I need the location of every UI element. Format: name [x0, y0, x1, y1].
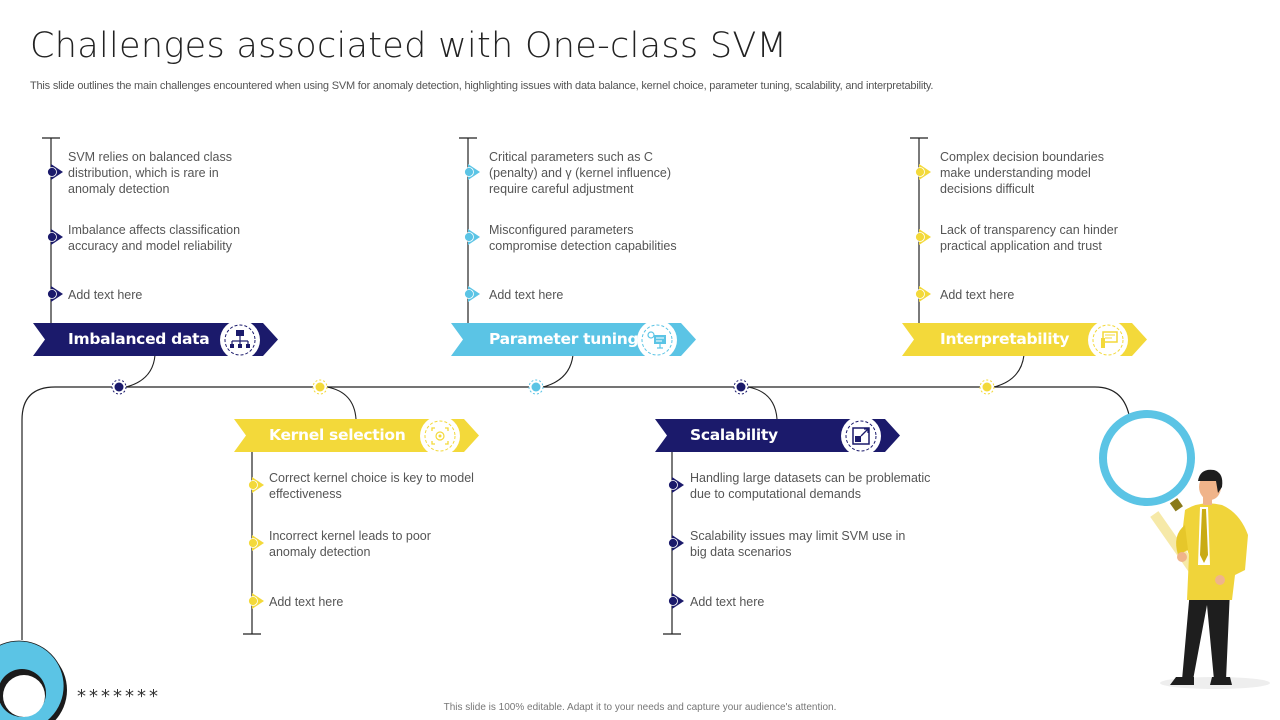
bullet-marker-icon [47, 229, 63, 245]
timeline-main-line [21, 386, 1131, 640]
kernel-point-1: Correct kernel choice is key to model ef… [269, 471, 474, 501]
businessman-magnifier-illustration [1099, 410, 1270, 689]
imbalanced-point-1: SVM relies on balanced class distributio… [68, 150, 232, 196]
bullet-marker-icon [668, 593, 684, 609]
bullet-marker-icon [248, 535, 264, 551]
imbalanced-point-3: Add text here [68, 288, 143, 302]
banner-title: Imbalanced data [68, 330, 210, 348]
scalability-point-2: Scalability issues may limit SVM use in … [690, 529, 906, 559]
bullet-marker-icon [47, 164, 63, 180]
banner-kernel-selection: Kernel selection [234, 415, 479, 456]
timeline-node-scalability [733, 379, 749, 395]
scalability-point-1: Handling large datasets can be problemat… [690, 471, 931, 501]
bullet-marker-icon [47, 286, 63, 302]
page-subtitle: This slide outlines the main challenges … [30, 80, 934, 92]
footer-note: This slide is 100% editable. Adapt it to… [443, 702, 837, 713]
timeline-node-parameter [528, 379, 544, 395]
page-title: Challenges associated with One-class SVM [30, 26, 788, 66]
timeline-node-interpretability [979, 379, 995, 395]
imbalanced-point-2: Imbalance affects classification accurac… [68, 223, 241, 253]
target-focus-icon [420, 415, 460, 456]
banner-interpretability: Interpretability [902, 319, 1147, 360]
bullet-marker-icon [668, 477, 684, 493]
banner-imbalanced-data: Imbalanced data [33, 319, 278, 360]
banner-title: Scalability [690, 426, 778, 444]
bullet-marker-icon [248, 477, 264, 493]
bullet-marker-icon [915, 229, 931, 245]
parameter-point-1: Critical parameters such as C (penalty) … [489, 150, 672, 196]
interpretability-point-2: Lack of transparency can hinder practica… [940, 223, 1118, 253]
presentation-board-icon [1088, 319, 1128, 360]
interpretability-point-1: Complex decision boundaries make underst… [940, 150, 1104, 196]
timeline-node-kernel [312, 379, 328, 395]
kernel-point-2: Incorrect kernel leads to poor anomaly d… [269, 529, 431, 559]
kernel-point-3: Add text here [269, 595, 344, 609]
bullet-marker-icon [464, 286, 480, 302]
bullet-marker-icon [248, 593, 264, 609]
bullet-marker-icon [464, 164, 480, 180]
banner-scalability: Scalability [655, 415, 900, 456]
banner-parameter-tuning: Parameter tuning [451, 319, 696, 360]
hierarchy-network-icon [220, 319, 260, 360]
scalability-point-3: Add text here [690, 595, 765, 609]
banner-title: Parameter tuning [489, 330, 639, 348]
decorative-stars: ******* [77, 686, 161, 707]
banner-title: Interpretability [940, 330, 1070, 348]
interpretability-point-3: Add text here [940, 288, 1015, 302]
banner-title: Kernel selection [269, 426, 406, 444]
parameter-point-3: Add text here [489, 288, 564, 302]
bullet-marker-icon [464, 229, 480, 245]
bullet-marker-icon [668, 535, 684, 551]
decorative-ring [0, 640, 67, 720]
bullet-marker-icon [915, 164, 931, 180]
parameter-point-2: Misconfigured parameters compromise dete… [489, 223, 677, 253]
timeline-node-imbalanced [111, 379, 127, 395]
resize-scale-icon [841, 415, 881, 456]
settings-presentation-icon [637, 319, 677, 360]
bullet-marker-icon [915, 286, 931, 302]
